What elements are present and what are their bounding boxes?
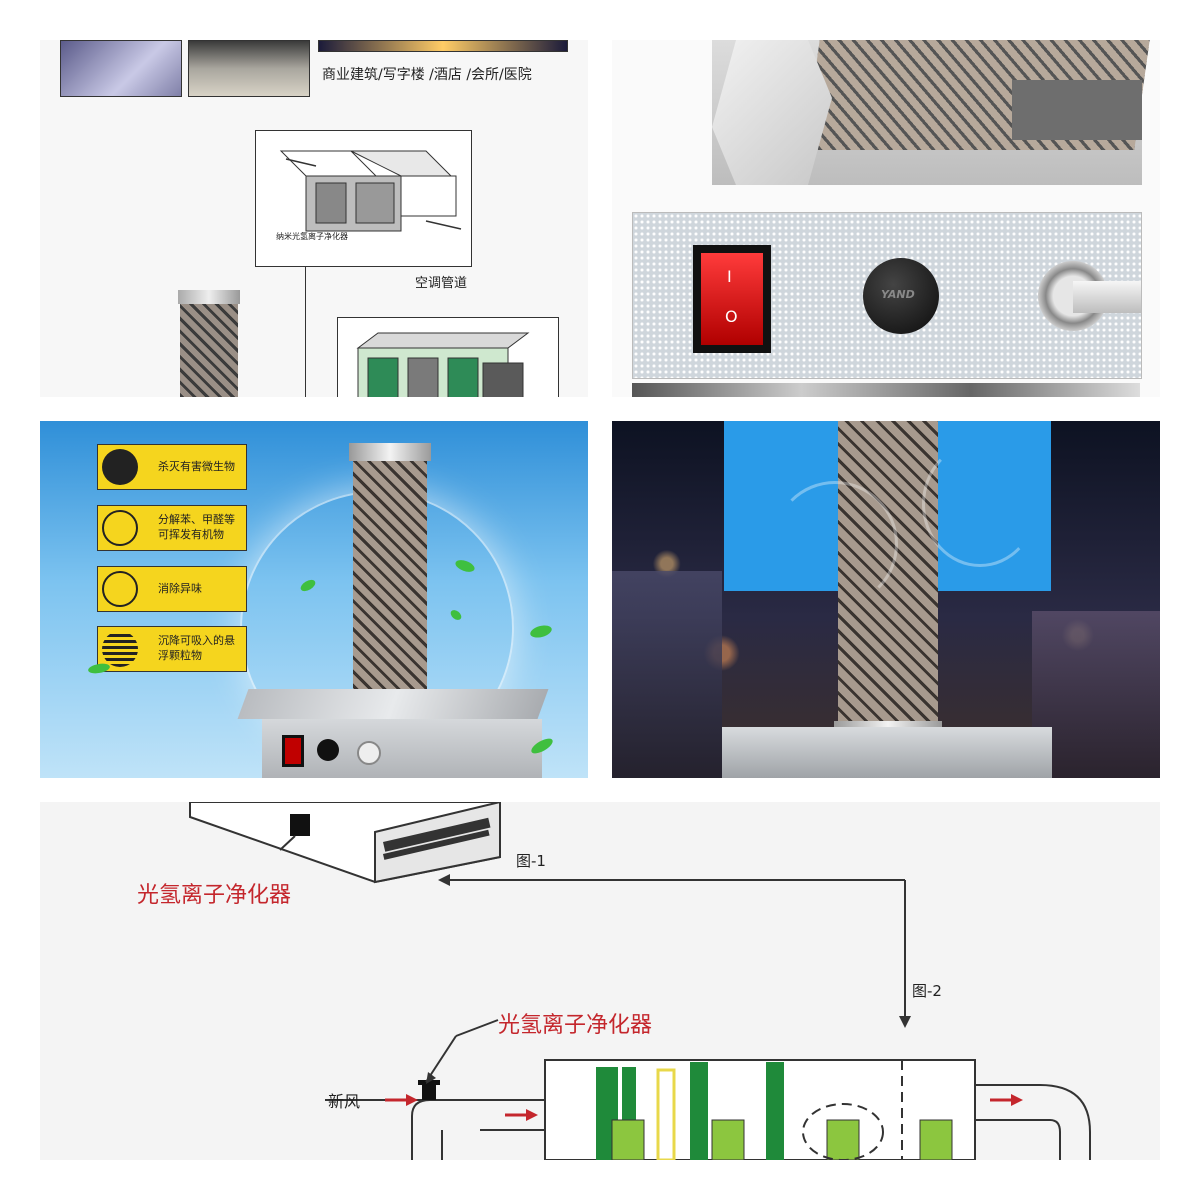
- air-handler-box: [337, 317, 559, 397]
- product-closeup-panel: I O YAND: [612, 40, 1160, 397]
- fig2-label: 图-2: [912, 982, 942, 1000]
- building-silhouette: [1032, 611, 1160, 778]
- building-silhouette: [612, 571, 722, 778]
- purifier-label-top: 光氢离子净化器: [137, 883, 292, 908]
- particles-icon: [102, 631, 138, 667]
- base-front: [262, 719, 542, 778]
- building-types-text: 商业建筑/写字楼 /酒店 /会所/医院: [322, 67, 532, 83]
- purifier-base-large: [722, 727, 1052, 778]
- city-night-panel: [612, 421, 1160, 778]
- duct-diagram-box: 纳米光氢离子净化器: [255, 130, 472, 267]
- installation-diagram: [189, 802, 1091, 1160]
- knob-small[interactable]: [317, 739, 339, 761]
- molecule-icon: [102, 510, 138, 546]
- features-panel: 杀灭有害微生物 分解苯、甲醛等 可挥发有机物 消除异味 沉降可吸入的悬 浮颗粒物: [40, 421, 588, 778]
- bottom-strip: [632, 383, 1140, 397]
- gym-photo: [60, 40, 182, 97]
- purifier-caption: 纳米光氢离子净化器: [276, 232, 348, 241]
- air-handler-drawing: [356, 332, 530, 397]
- application-scenes-panel: 商业建筑/写字楼 /酒店 /会所/医院 纳米光氢离子净化器 空调管道: [40, 40, 588, 397]
- feature-label: 杀灭有害微生物: [158, 460, 235, 473]
- flask-icon: [102, 571, 138, 607]
- duct-diagram-drawing: [279, 150, 462, 232]
- leaf-decoration: [87, 662, 111, 675]
- fuse-knob[interactable]: YAND: [863, 258, 939, 334]
- leaf-decoration: [528, 623, 554, 640]
- purifier-label-bottom: 光氢离子净化器: [498, 1013, 653, 1038]
- switch-on-mark: I: [727, 267, 732, 286]
- installation-diagram-panel: 光氢离子净化器 图-1 图-2 光氢离子净化器 新风: [40, 802, 1160, 1160]
- smoke-swirl: [922, 441, 1038, 567]
- smoke-swirl: [772, 481, 898, 607]
- feature-remove-odor: 消除异味: [97, 566, 247, 612]
- control-panel: I O YAND: [632, 212, 1142, 379]
- connector-line: [305, 266, 306, 397]
- purifier-base: [237, 689, 549, 719]
- feature-kill-microbes: 杀灭有害微生物: [97, 444, 247, 490]
- lobby-photo: [188, 40, 310, 97]
- feature-decompose-voc: 分解苯、甲醛等 可挥发有机物: [97, 505, 247, 551]
- virus-icon: [102, 449, 138, 485]
- feature-label: 分解苯、甲醛等 可挥发有机物: [158, 513, 235, 541]
- feature-settle-particles: 沉降可吸入的悬 浮颗粒物: [97, 626, 247, 672]
- duct-label: 空调管道: [415, 276, 468, 291]
- power-switch-small[interactable]: [282, 735, 304, 767]
- purifier-tube: [353, 451, 427, 716]
- power-switch[interactable]: I O: [693, 245, 771, 353]
- switch-off-mark: O: [725, 307, 738, 326]
- fresh-air-label: 新风: [328, 1092, 361, 1111]
- feature-label: 消除异味: [158, 582, 202, 595]
- power-cable: [1073, 281, 1141, 313]
- tube-product: [180, 290, 238, 397]
- hex-cap: [712, 40, 832, 185]
- tube-top-cap: [349, 443, 431, 461]
- tube-cap: [178, 290, 240, 304]
- fig1-label: 图-1: [516, 852, 546, 870]
- gland-small: [357, 741, 381, 765]
- knob-brand: YAND: [881, 288, 915, 301]
- hotel-photo: [318, 40, 568, 52]
- feature-label: 沉降可吸入的悬 浮颗粒物: [158, 634, 235, 662]
- felt-pad: [1012, 80, 1142, 140]
